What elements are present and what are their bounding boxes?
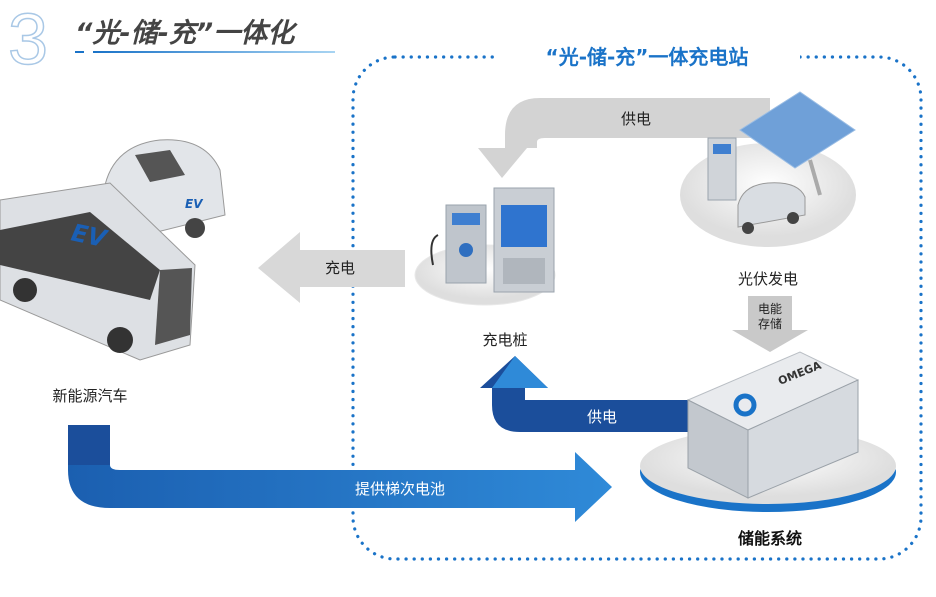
vehicle-label: 新能源汽车 bbox=[52, 387, 127, 405]
ev-bus: EV bbox=[0, 182, 196, 361]
title-underline-dash bbox=[75, 51, 84, 53]
solar-label: 光伏发电 bbox=[738, 270, 798, 288]
solar-station bbox=[680, 91, 856, 247]
charging-pile bbox=[414, 187, 556, 306]
charge-arrow bbox=[258, 232, 405, 303]
station-title: “光-储-充”一体充电站 bbox=[546, 45, 749, 69]
supply-label-top: 供电 bbox=[621, 110, 651, 128]
storage-label-1: 电能 bbox=[758, 302, 782, 316]
page-title: “光-储-充”一体化 bbox=[75, 18, 298, 49]
storage-label-2: 存储 bbox=[758, 316, 782, 331]
energy-storage-container: OMEGA bbox=[640, 351, 896, 512]
battery-label: 提供梯次电池 bbox=[355, 480, 445, 498]
storage-label: 储能系统 bbox=[737, 529, 802, 548]
section-number: 3 bbox=[8, 0, 48, 80]
supply-arrow-top bbox=[478, 98, 770, 178]
storage-arrow bbox=[732, 296, 808, 352]
supply-label-bottom: 供电 bbox=[587, 408, 617, 426]
pile-label: 充电桩 bbox=[482, 331, 527, 349]
svg-text:EV: EV bbox=[185, 197, 204, 211]
battery-arrow bbox=[68, 452, 612, 522]
title-underline bbox=[93, 51, 335, 53]
charge-label: 充电 bbox=[325, 259, 355, 277]
